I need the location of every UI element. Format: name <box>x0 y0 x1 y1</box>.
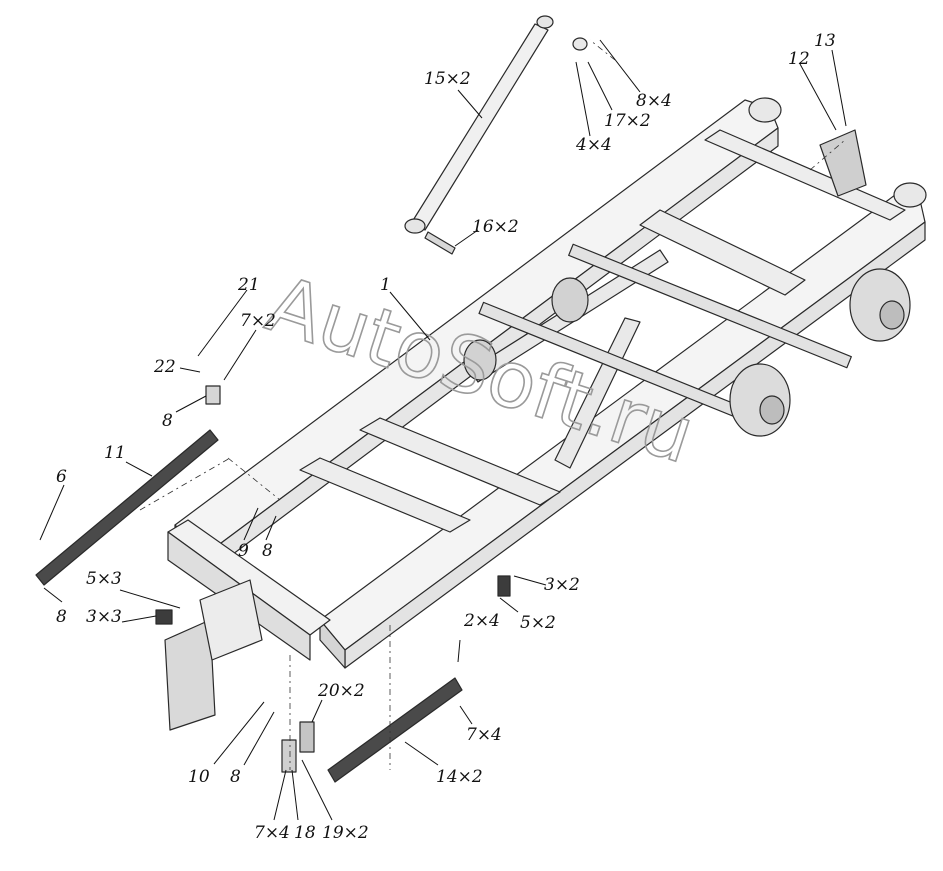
callout-16: 16×2 <box>472 217 519 237</box>
callout-5x2: 5×2 <box>520 613 556 633</box>
side-rail-left <box>35 429 219 586</box>
callout-12: 12 <box>788 49 810 69</box>
callout-8-hinge: 8 <box>162 411 173 431</box>
right-rear-eye <box>893 182 927 208</box>
callout-1: 1 <box>380 275 391 295</box>
callout-15: 15×2 <box>424 69 471 89</box>
right-side-member-end <box>319 619 346 669</box>
rear-axles <box>463 243 911 437</box>
hitch-block <box>199 579 263 661</box>
lamp-bracket-right <box>497 575 511 597</box>
torque-rod <box>411 23 549 231</box>
hinge-bracket <box>205 385 221 405</box>
callout-19: 19×2 <box>322 823 369 843</box>
callout-9: 9 <box>238 541 249 561</box>
callout-4: 4×4 <box>575 135 612 155</box>
callout-5x3: 5×3 <box>86 569 122 589</box>
cross-member-front-mid <box>299 457 471 533</box>
assembly-lines <box>139 39 846 770</box>
mudflap-bracket <box>819 129 867 197</box>
axle-beam-1 <box>568 243 852 369</box>
hub-left-front <box>463 339 497 381</box>
callout-7x4-bottom: 7×4 <box>254 823 290 843</box>
diagonal-strut-left <box>554 317 641 469</box>
callout-labels: 1 15×2 16×2 8×4 17×2 4×4 12 13 11 6 5×3 … <box>56 31 836 843</box>
hub-left-rear <box>551 277 589 323</box>
callout-11: 11 <box>104 443 126 463</box>
callout-22: 22 <box>153 357 176 377</box>
hitch-plate <box>164 619 216 731</box>
callout-21: 21 <box>237 275 260 295</box>
callout-17: 17×2 <box>604 111 651 131</box>
callout-7x4-right: 7×4 <box>466 725 502 745</box>
cross-member-mid-rear <box>639 209 806 296</box>
callout-2: 2×4 <box>463 611 500 631</box>
callout-14: 14×2 <box>436 767 483 787</box>
bushing <box>572 37 588 51</box>
pin <box>424 231 456 255</box>
callout-7x2: 7×2 <box>240 311 276 331</box>
cross-member-rear <box>704 129 906 221</box>
lamp-bracket-left <box>155 609 173 625</box>
callout-13: 13 <box>814 31 836 51</box>
hub-right-rear <box>849 268 911 342</box>
plate-bracket-2 <box>299 721 315 753</box>
plate-bracket <box>281 739 297 773</box>
callout-8-mid: 8 <box>262 541 273 561</box>
callout-6: 6 <box>56 467 67 487</box>
callout-3x3: 3×3 <box>86 607 122 627</box>
torque-rod-eye-bottom <box>404 218 426 234</box>
left-rear-eye <box>748 97 782 123</box>
callout-18: 18 <box>294 823 316 843</box>
callout-8-left: 8 <box>56 607 67 627</box>
callout-10: 10 <box>188 767 210 787</box>
side-rail-right <box>327 677 463 783</box>
exploded-parts <box>35 15 867 783</box>
callout-8x4: 8×4 <box>636 91 672 111</box>
torque-rod-eye-top <box>536 15 554 29</box>
leader-lines <box>39 39 847 821</box>
callout-20: 20×2 <box>317 681 365 701</box>
callout-3x2: 3×2 <box>544 575 580 595</box>
callout-8-bottom: 8 <box>230 767 241 787</box>
cross-member-middle <box>359 417 561 506</box>
hub-right-front <box>729 363 791 437</box>
